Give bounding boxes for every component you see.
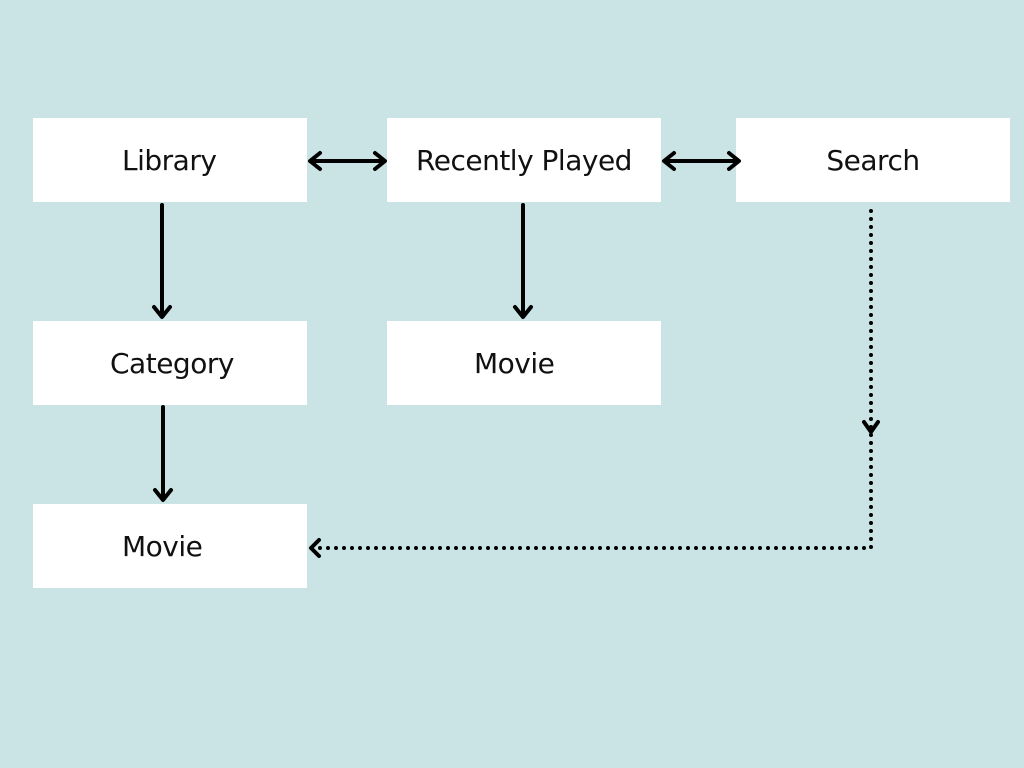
node-movie-recent: Movie — [387, 321, 661, 405]
node-category: Category — [33, 321, 307, 405]
arrow-library-category — [152, 203, 172, 319]
node-movie-library: Movie — [33, 504, 307, 588]
node-search: Search — [736, 118, 1010, 202]
node-category-label: Category — [110, 346, 234, 380]
dotted-arrow-search-movie — [309, 209, 880, 558]
node-recently-played: Recently Played — [387, 118, 661, 202]
node-library: Library — [33, 118, 307, 202]
arrow-library-recently-played — [308, 151, 387, 171]
arrow-recently-played-movie — [513, 203, 533, 319]
node-search-label: Search — [826, 143, 920, 177]
node-recently-played-label: Recently Played — [416, 143, 632, 177]
arrow-category-movie — [153, 405, 173, 502]
node-library-label: Library — [122, 143, 217, 177]
node-movie-recent-label: Movie — [474, 346, 555, 380]
node-movie-library-label: Movie — [122, 529, 203, 563]
arrow-recently-played-search — [662, 151, 741, 171]
